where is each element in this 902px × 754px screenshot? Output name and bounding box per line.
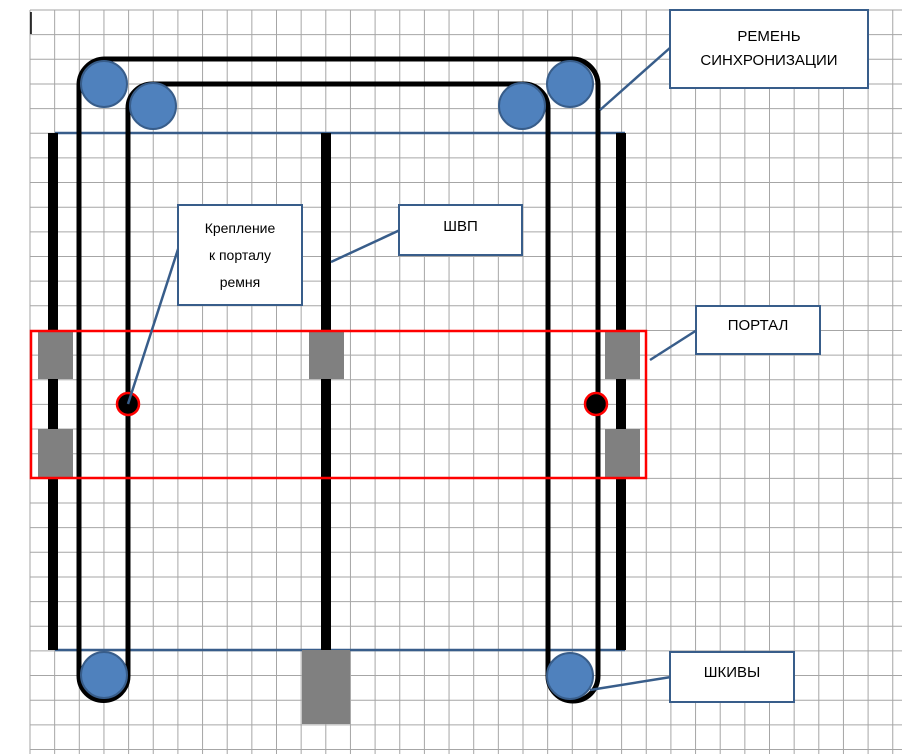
label-pulleys: ШКИВЫ (703, 664, 761, 681)
gantry-callout-line (649, 328, 698, 362)
label-box-belt: РЕМЕНЬ СИНХРОНИЗАЦИИ (669, 9, 869, 89)
label-box-gantry: ПОРТАЛ (695, 305, 821, 355)
right-rail (616, 133, 626, 650)
pulley-top-right-inner (498, 82, 546, 130)
ballscrew-rail (321, 133, 331, 650)
label-ballscrew: ШВП (443, 218, 478, 235)
motor-block (302, 650, 350, 724)
label-box-ballscrew: ШВП (398, 204, 523, 256)
ballscrew-nut-block (309, 331, 344, 379)
pulley-top-right-outer (546, 60, 594, 108)
label-gantry: ПОРТАЛ (727, 317, 789, 334)
belt-callout-line (599, 46, 672, 111)
label-box-pulleys: ШКИВЫ (669, 651, 795, 703)
belt-mount-left (115, 391, 141, 417)
pulley-top-left-outer (80, 60, 128, 108)
mount-callout-line (126, 239, 183, 405)
label-mount: Крепление к порталу ремня (204, 219, 276, 290)
pulleys-callout-line (589, 675, 672, 692)
pulley-top-left-inner (129, 82, 177, 130)
belt-mount-right (583, 391, 609, 417)
left-rail (48, 133, 58, 650)
gantry-outline (29, 329, 648, 480)
label-box-mount: Крепление к порталу ремня (177, 204, 303, 306)
pulley-bottom-left (80, 651, 128, 699)
carriage-block-left-top (38, 331, 73, 379)
pulley-bottom-right (546, 652, 594, 700)
carriage-block-right-top (605, 331, 640, 379)
ballscrew-callout-line (330, 228, 401, 264)
carriage-block-left-bottom (38, 429, 73, 477)
label-belt: РЕМЕНЬ СИНХРОНИЗАЦИИ (700, 28, 838, 69)
carriage-block-right-bottom (605, 429, 640, 477)
